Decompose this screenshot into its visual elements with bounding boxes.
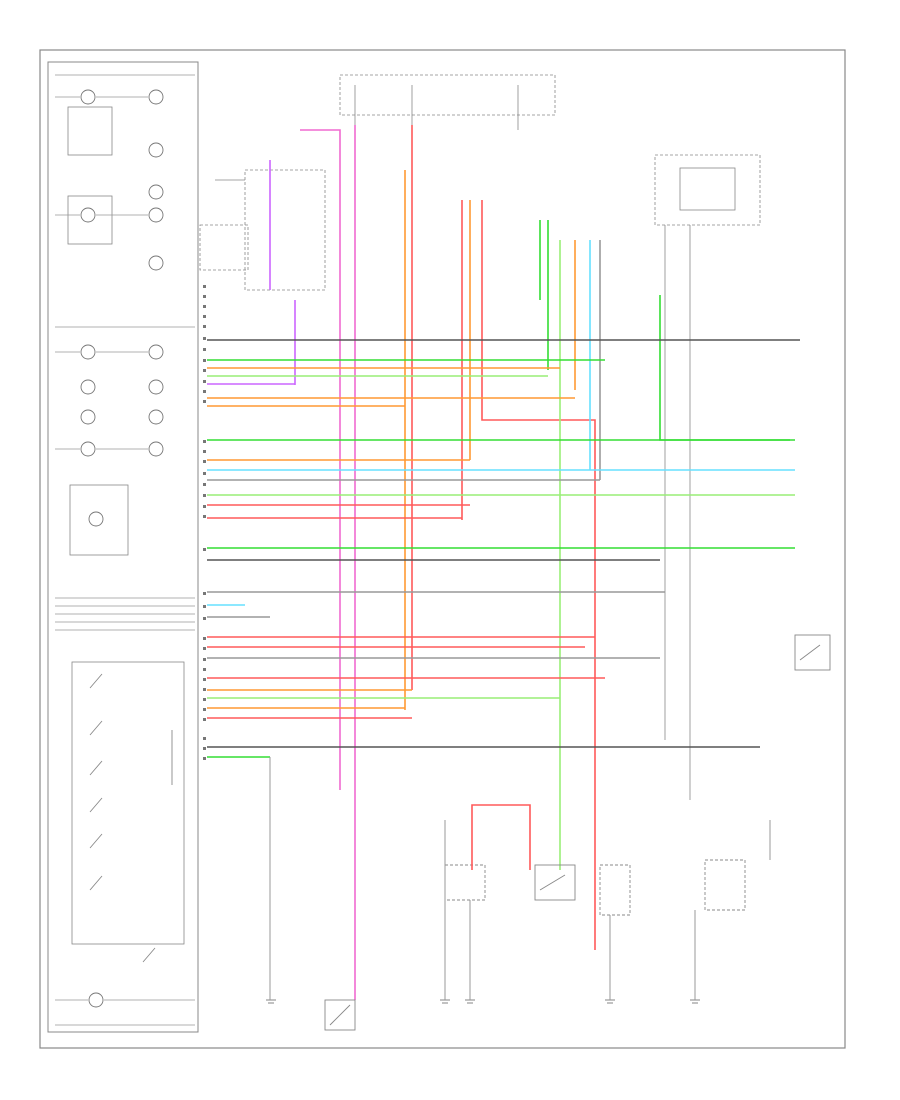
- bulb-icon: [80, 344, 96, 360]
- bulb-icon: [148, 409, 164, 425]
- cluster-connector: [203, 285, 206, 760]
- bulb-icon: [148, 344, 164, 360]
- bulb-icon: [148, 255, 164, 271]
- bulb-icon: [148, 142, 164, 158]
- bulb-icon: [80, 409, 96, 425]
- indicator-bulbs: [80, 89, 164, 1008]
- bulb-icon: [80, 207, 96, 223]
- instrument-cluster: [47, 61, 199, 1033]
- engine-module-box: [654, 154, 761, 800]
- relay-box: [199, 169, 326, 291]
- ground-symbols: [266, 999, 700, 1004]
- bulb-icon: [80, 441, 96, 457]
- diagram-border: [39, 49, 846, 1049]
- horizontal-wires: [207, 339, 800, 758]
- bulb-icon: [148, 207, 164, 223]
- bulb-icon: [148, 379, 164, 395]
- bottom-components: [324, 634, 831, 1031]
- bulb-icon: [88, 992, 104, 1008]
- bulb-icon: [80, 89, 96, 105]
- bulb-icon: [148, 184, 164, 200]
- fuse-block: [339, 74, 556, 130]
- bulb-icon: [88, 511, 104, 527]
- lower-feeds: [269, 757, 771, 1000]
- bulb-icon: [148, 89, 164, 105]
- bulb-icon: [80, 379, 96, 395]
- bulb-icon: [148, 441, 164, 457]
